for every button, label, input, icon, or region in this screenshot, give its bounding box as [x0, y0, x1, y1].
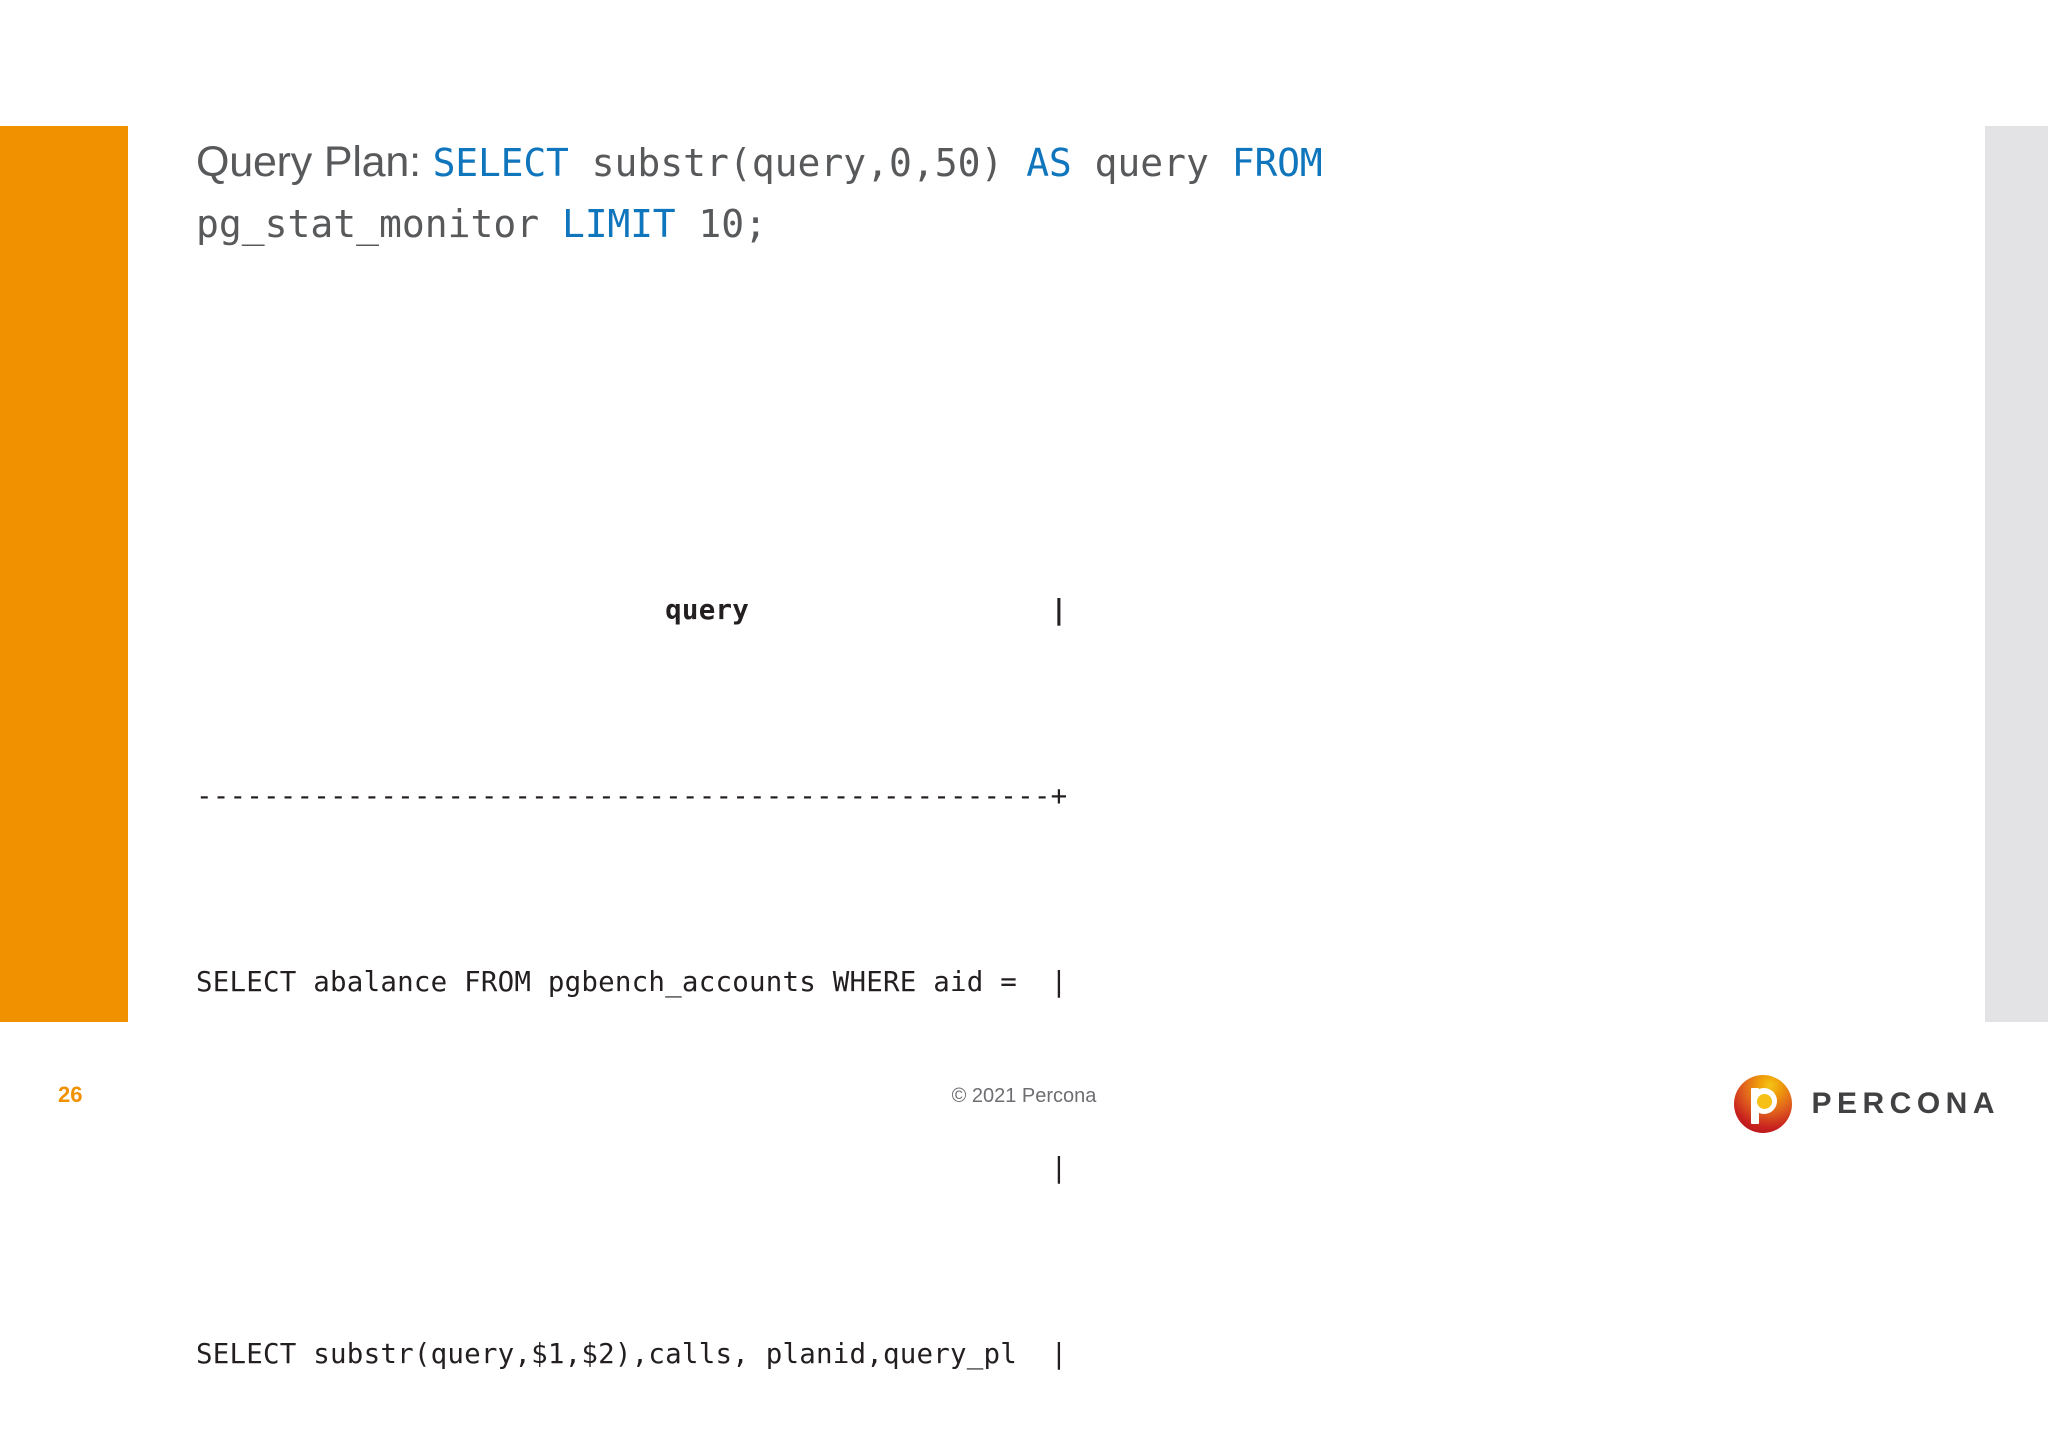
logo-p-dot — [1757, 1094, 1773, 1109]
result-row: SELECT substr(query,$1,$2),calls, planid… — [196, 1338, 1068, 1370]
result-header-row: query | — [196, 594, 1068, 626]
title-code-alias: query — [1071, 141, 1232, 185]
page-title: Query Plan: SELECT substr(query,0,50) AS… — [196, 132, 1896, 254]
page-number: 26 — [58, 1082, 83, 1107]
percona-logo-icon — [1734, 1075, 1793, 1133]
result-row: | — [196, 1152, 1068, 1184]
title-keyword-limit: LIMIT — [562, 202, 676, 246]
copyright-notice: © 2021 Percona — [951, 1085, 1097, 1107]
title-code-table: pg_stat_monitor — [196, 202, 563, 246]
title-prefix-label: Query Plan: — [196, 138, 433, 186]
left-orange-accent-bar — [0, 126, 128, 1022]
title-keyword-select: SELECT — [432, 141, 569, 185]
title-keyword-from: FROM — [1231, 141, 1323, 185]
percona-logo: PERCONA — [1734, 1073, 2000, 1135]
percona-wordmark: PERCONA — [1811, 1087, 2000, 1120]
query-result-block: query | --------------------------------… — [196, 455, 1067, 1447]
title-keyword-as: AS — [1026, 141, 1072, 185]
title-code-limit-value: 10; — [675, 202, 767, 246]
result-row: SELECT abalance FROM pgbench_accounts WH… — [196, 966, 1068, 998]
right-gray-accent-bar — [1985, 126, 2048, 1022]
title-code-substr: substr(query,0,50) — [568, 141, 1027, 185]
result-separator-row: ----------------------------------------… — [196, 780, 1068, 812]
